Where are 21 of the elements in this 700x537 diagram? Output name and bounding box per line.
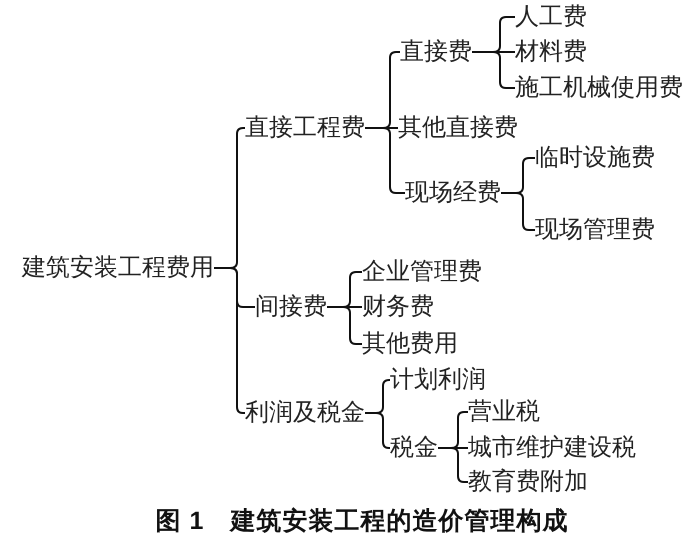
category-label: 利润及税金 [245,399,365,427]
category-label: 城市维护建设税 [468,434,636,462]
category-label: 临时设施费 [535,144,655,172]
category-label: 现场经费 [405,179,501,207]
category-label: 直接费 [400,38,472,66]
category-label: 直接工程费 [245,114,365,142]
category-label: 计划利润 [390,366,486,394]
category-label: 材料费 [515,38,587,66]
category-label: 现场管理费 [535,216,655,244]
category-label: 人工费 [515,3,587,31]
category-label: 财务费 [362,293,434,321]
category-label: 企业管理费 [362,258,482,286]
figure-caption: 图 1 建筑安装工程的造价管理构成 [156,506,568,536]
category-label: 间接费 [255,293,327,321]
category-label: 施工机械使用费 [515,74,683,102]
category-label: 税金 [390,434,438,462]
category-label: 营业税 [468,398,540,426]
category-label: 其他费用 [362,330,458,358]
category-label: 教育费附加 [468,468,588,496]
category-label: 其他直接费 [398,114,518,142]
category-label: 建筑安装工程费用 [22,254,214,282]
